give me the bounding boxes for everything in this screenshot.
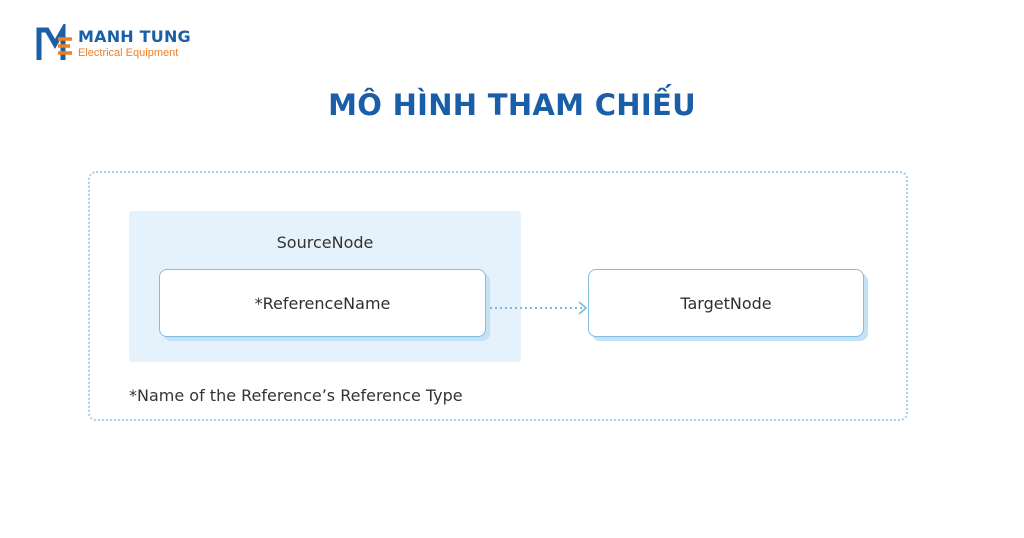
dotted-arrow-right-icon: [490, 301, 588, 315]
page-title: MÔ HÌNH THAM CHIẾU: [328, 88, 696, 122]
mt-monogram-icon: [36, 24, 72, 60]
brand-logo: MANH TUNG Electrical Equipment: [36, 24, 191, 64]
source-node-label: SourceNode: [276, 233, 374, 252]
reference-name-label: *ReferenceName: [254, 293, 391, 313]
diagram-frame: [88, 171, 908, 421]
target-node-label: TargetNode: [680, 293, 772, 313]
footnote: *Name of the Reference’s Reference Type: [129, 386, 463, 405]
target-node: TargetNode: [588, 269, 864, 337]
brand-tagline: Electrical Equipment: [78, 47, 179, 59]
reference-name-node: *ReferenceName: [159, 269, 486, 337]
brand-name: MANH TUNG: [78, 27, 191, 46]
